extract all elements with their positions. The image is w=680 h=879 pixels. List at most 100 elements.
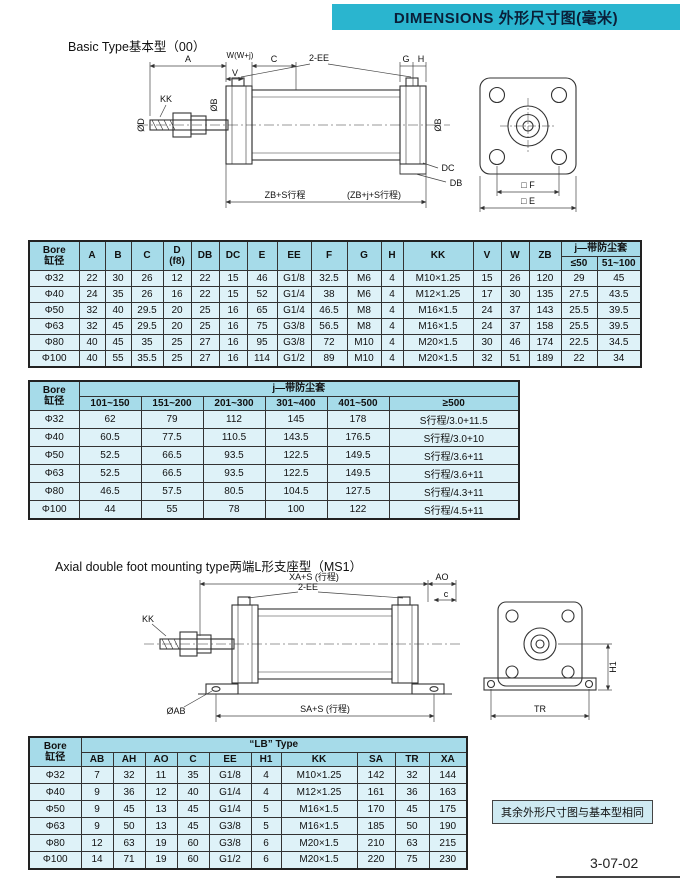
value-cell: 29.5 [130, 318, 164, 335]
value-cell: 55 [140, 500, 204, 519]
sub-col-header: ≤50 [560, 255, 598, 271]
value-cell: G3/8 [208, 817, 252, 835]
value-cell: 39.5 [596, 318, 642, 335]
sub-col-header: ≥500 [388, 395, 520, 411]
bore-cell: Φ63 [28, 318, 80, 335]
value-cell: 40 [176, 783, 210, 801]
footer-rule [556, 876, 680, 878]
value-cell: 35 [176, 766, 210, 784]
value-cell: 22 [190, 270, 220, 287]
value-cell: 89 [310, 350, 348, 367]
value-cell: 143.5 [264, 428, 328, 447]
dim-label-ob-right: ØB [433, 118, 443, 131]
dim-label-sas: SA+S (行程) [300, 703, 350, 714]
value-cell: 45 [112, 800, 146, 818]
value-cell: 36 [112, 783, 146, 801]
value-cell: 75 [394, 851, 430, 869]
value-cell: 38 [310, 286, 348, 303]
value-cell: 122 [326, 500, 390, 519]
value-cell: 52.5 [78, 446, 142, 465]
value-cell: 112 [202, 410, 266, 429]
value-cell: 9 [80, 817, 114, 835]
value-cell: 149.5 [326, 446, 390, 465]
value-cell: M12×1.25 [280, 783, 358, 801]
value-cell: 37 [500, 302, 530, 319]
value-cell: 4 [250, 783, 282, 801]
value-cell: M6 [346, 270, 382, 287]
value-cell: 32 [78, 318, 106, 335]
value-cell: G1/8 [208, 766, 252, 784]
value-cell: S行程/4.5+11 [388, 500, 520, 519]
sub-col-header: H1 [250, 751, 282, 767]
sub-col-header: KK [280, 751, 358, 767]
cylinder-side-view [138, 77, 450, 175]
sub-col-header: 301~400 [264, 395, 328, 411]
basic-type-title: Basic Type基本型（00） [68, 40, 206, 54]
value-cell: 16 [218, 302, 248, 319]
dim-label-c: C [271, 54, 278, 64]
dim-label-db: DB [450, 178, 463, 188]
col-header: W [500, 240, 530, 271]
value-cell: 45 [104, 334, 132, 351]
value-cell: 9 [80, 783, 114, 801]
col-header: DB [190, 240, 220, 271]
value-cell: 215 [428, 834, 468, 852]
bore-header: Bore 缸径 [28, 380, 80, 411]
sub-col-header: TR [394, 751, 430, 767]
dim-label-ao: AO [435, 572, 448, 582]
value-cell: 66.5 [140, 464, 204, 483]
value-cell: 185 [356, 817, 396, 835]
value-cell: 45 [176, 817, 210, 835]
value-cell: 13 [144, 817, 178, 835]
col-header: H [380, 240, 404, 271]
sub-col-header: 151~200 [140, 395, 204, 411]
value-cell: 4 [380, 286, 404, 303]
value-cell: M10 [346, 334, 382, 351]
value-cell: 78 [202, 500, 266, 519]
value-cell: 4 [250, 766, 282, 784]
value-cell: 25 [162, 350, 192, 367]
sub-col-header: 101~150 [78, 395, 142, 411]
value-cell: 4 [380, 302, 404, 319]
dim-label-v: V [232, 68, 238, 78]
bore-cell: Φ63 [28, 817, 82, 835]
value-cell: M20×1.5 [280, 851, 358, 869]
value-cell: 46.5 [310, 302, 348, 319]
value-cell: 34.5 [596, 334, 642, 351]
bore-cell: Φ100 [28, 350, 80, 367]
sub-col-header: SA [356, 751, 396, 767]
bore-cell: Φ40 [28, 428, 80, 447]
value-cell: 163 [428, 783, 468, 801]
dimension-lines [151, 580, 612, 722]
dim-label-zb: ZB+S行程 [265, 189, 306, 200]
value-cell: 12 [80, 834, 114, 852]
dim-label-od: ØD [136, 118, 146, 132]
value-cell: 77.5 [140, 428, 204, 447]
value-cell: 25 [190, 302, 220, 319]
dim-label-h1: H1 [608, 661, 618, 673]
value-cell: 25.5 [560, 318, 598, 335]
value-cell: 52.5 [78, 464, 142, 483]
value-cell: 4 [380, 334, 404, 351]
value-cell: 15 [218, 286, 248, 303]
value-cell: 95 [246, 334, 278, 351]
value-cell: 127.5 [326, 482, 390, 501]
dim-label-oab: ØAB [166, 706, 185, 716]
col-header: D (f8) [162, 240, 192, 271]
value-cell: 50 [112, 817, 146, 835]
col-header: C [130, 240, 164, 271]
value-cell: M6 [346, 286, 382, 303]
value-cell: 4 [380, 270, 404, 287]
value-cell: M8 [346, 318, 382, 335]
dimensions-banner: DIMENSIONS 外形尺寸图(毫米) [332, 4, 680, 30]
lb-type-table: Bore 缸径 “LB” Type AB AH AO C EE H1 KK SA… [28, 736, 469, 870]
col-header: ZB [528, 240, 562, 271]
value-cell: M20×1.5 [402, 350, 474, 367]
sub-col-header: C [176, 751, 210, 767]
value-cell: 20 [162, 318, 192, 335]
